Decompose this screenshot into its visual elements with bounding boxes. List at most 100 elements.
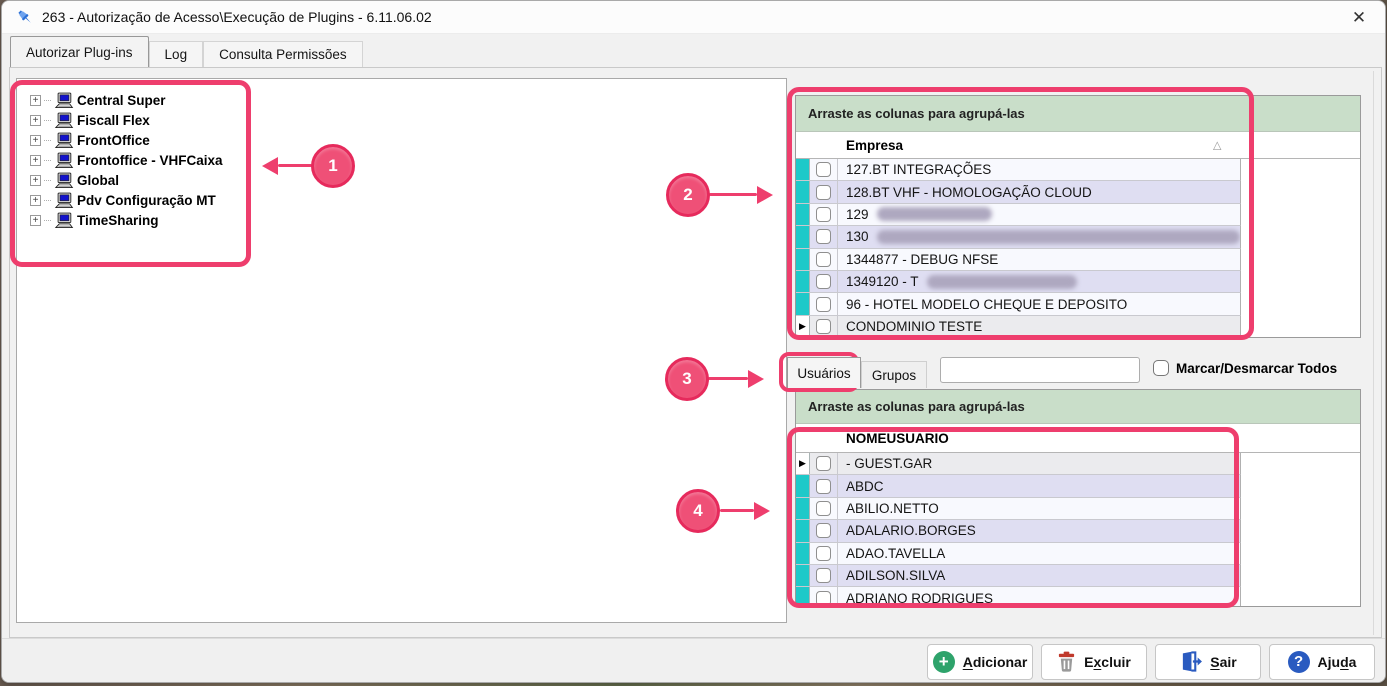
expand-plus-icon[interactable]: + [30, 194, 41, 206]
row-label: ADRIANO RODRIGUES [838, 587, 1240, 606]
window-title: 263 - Autorização de Acesso\Execução de … [42, 9, 432, 25]
row-indicator [796, 293, 810, 315]
group-by-hint: Arraste as colunas para agrupá-las [796, 390, 1360, 424]
checkbox-cell [810, 475, 838, 497]
table-row[interactable]: 128.BT VHF - HOMOLOGAÇÃO CLOUD [796, 181, 1241, 204]
expand-plus-icon[interactable]: + [30, 114, 41, 126]
table-row[interactable]: ADRIANO RODRIGUES [796, 587, 1241, 606]
row-indicator [796, 270, 810, 293]
table-row[interactable]: 1344877 - DEBUG NFSE [796, 248, 1241, 271]
row-checkbox[interactable] [816, 590, 831, 606]
row-checkbox[interactable] [816, 545, 831, 561]
table-row[interactable]: ADAO.TAVELLA [796, 542, 1241, 565]
trash-icon [1057, 651, 1076, 672]
select-all-control: Marcar/Desmarcar Todos [1153, 360, 1337, 376]
table-row[interactable]: 129 [796, 203, 1241, 227]
row-label: 130 [838, 226, 1240, 247]
checkbox-cell [810, 453, 838, 475]
column-header: Empresa [846, 137, 904, 153]
grid-header-row[interactable]: NOMEUSUARIO [796, 424, 1360, 453]
checkbox-cell [810, 181, 838, 203]
row-checkbox[interactable] [816, 296, 831, 312]
button-label: Adicionar [962, 653, 1028, 670]
table-row[interactable]: ABDC [796, 475, 1241, 498]
checkbox-cell [810, 270, 838, 293]
tree-item-frontoffice[interactable]: +FrontOffice [17, 130, 786, 150]
column-header: NOMEUSUARIO [846, 430, 949, 446]
sort-icon[interactable]: △ [1213, 139, 1222, 152]
tree-connector [44, 159, 51, 161]
table-row[interactable]: ▶CONDOMINIO TESTE [796, 315, 1241, 337]
table-row[interactable]: ABILIO.NETTO [796, 497, 1241, 521]
table-row[interactable]: 130 [796, 226, 1241, 249]
excluir-button[interactable]: Excluir [1041, 643, 1147, 680]
checkbox-cell [810, 564, 838, 587]
tree-item-timesharing[interactable]: +TimeSharing [17, 210, 786, 230]
select-all-checkbox[interactable] [1153, 360, 1169, 376]
table-row[interactable]: 127.BT INTEGRAÇÕES [796, 159, 1241, 182]
computer-icon [54, 152, 74, 169]
row-indicator [796, 248, 810, 270]
adicionar-button[interactable]: +Adicionar [927, 643, 1033, 680]
expand-plus-icon[interactable]: + [30, 94, 41, 106]
ajuda-button[interactable]: ?Ajuda [1269, 643, 1375, 680]
table-row[interactable]: ADILSON.SILVA [796, 564, 1241, 588]
checkbox-cell [810, 315, 838, 337]
row-checkbox[interactable] [816, 478, 831, 494]
close-icon[interactable]: ✕ [1351, 8, 1367, 27]
row-text: 96 - HOTEL MODELO CHEQUE E DEPOSITO [846, 296, 1128, 312]
checkbox-cell [810, 203, 838, 226]
row-checkbox[interactable] [816, 523, 831, 539]
row-text: 1344877 - DEBUG NFSE [846, 251, 999, 267]
redacted-text [926, 274, 1077, 289]
row-text: 130 [846, 229, 869, 245]
computer-icon [54, 192, 74, 209]
tab-consulta-permiss-es[interactable]: Consulta Permissões [203, 41, 363, 67]
row-checkbox[interactable] [816, 251, 831, 267]
row-label: ADAO.TAVELLA [838, 543, 1240, 564]
row-checkbox[interactable] [816, 456, 831, 472]
table-row[interactable]: 96 - HOTEL MODELO CHEQUE E DEPOSITO [796, 293, 1241, 316]
row-checkbox[interactable] [816, 206, 831, 222]
expand-plus-icon[interactable]: + [30, 214, 41, 226]
checkbox-cell [810, 497, 838, 520]
table-row[interactable]: ADALARIO.BORGES [796, 520, 1241, 543]
row-checkbox[interactable] [816, 184, 831, 200]
row-text: CONDOMINIO TESTE [846, 318, 983, 334]
expand-plus-icon[interactable]: + [30, 154, 41, 166]
subtab-grupos[interactable]: Grupos [861, 361, 927, 388]
plugin-tree-panel: +Central Super+Fiscall Flex+FrontOffice+… [16, 78, 787, 623]
pushpin-icon [14, 6, 36, 28]
row-text: ADALARIO.BORGES [846, 523, 976, 539]
row-checkbox[interactable] [816, 229, 831, 245]
row-indicator [796, 226, 810, 248]
filter-input[interactable] [940, 357, 1140, 383]
tree-item-frontoffice-vhfcaixa[interactable]: +Frontoffice - VHFCaixa [17, 150, 786, 170]
tree-item-global[interactable]: + Global [17, 170, 786, 190]
sair-button[interactable]: Sair [1155, 643, 1261, 680]
row-checkbox[interactable] [816, 500, 831, 516]
tree-item-central-super[interactable]: +Central Super [17, 90, 786, 110]
row-checkbox[interactable] [816, 274, 831, 290]
grid-header-row[interactable]: Empresa △ [796, 132, 1360, 159]
tab-log[interactable]: Log [148, 41, 204, 67]
table-row[interactable]: ▶- GUEST.GAR [796, 453, 1241, 476]
tab-autorizar-plug-ins[interactable]: Autorizar Plug-ins [10, 36, 149, 67]
row-checkbox[interactable] [816, 318, 831, 334]
row-indicator [796, 181, 810, 203]
row-checkbox[interactable] [816, 568, 831, 584]
row-indicator [796, 564, 810, 587]
tree-item-label: Global [77, 172, 120, 188]
tree-connector [44, 119, 51, 121]
subtab-usu-rios[interactable]: Usuários [787, 357, 861, 388]
tree-item-pdv-configura-o-mt[interactable]: +Pdv Configuração MT [17, 190, 786, 210]
expand-plus-icon[interactable]: + [30, 174, 41, 186]
tree-item-fiscall-flex[interactable]: +Fiscall Flex [17, 110, 786, 130]
button-label: Sair [1210, 653, 1237, 670]
expand-plus-icon[interactable]: + [30, 134, 41, 146]
row-text: 128.BT VHF - HOMOLOGAÇÃO CLOUD [846, 184, 1092, 200]
table-row[interactable]: 1349120 - T [796, 270, 1241, 294]
row-checkbox[interactable] [816, 162, 831, 178]
